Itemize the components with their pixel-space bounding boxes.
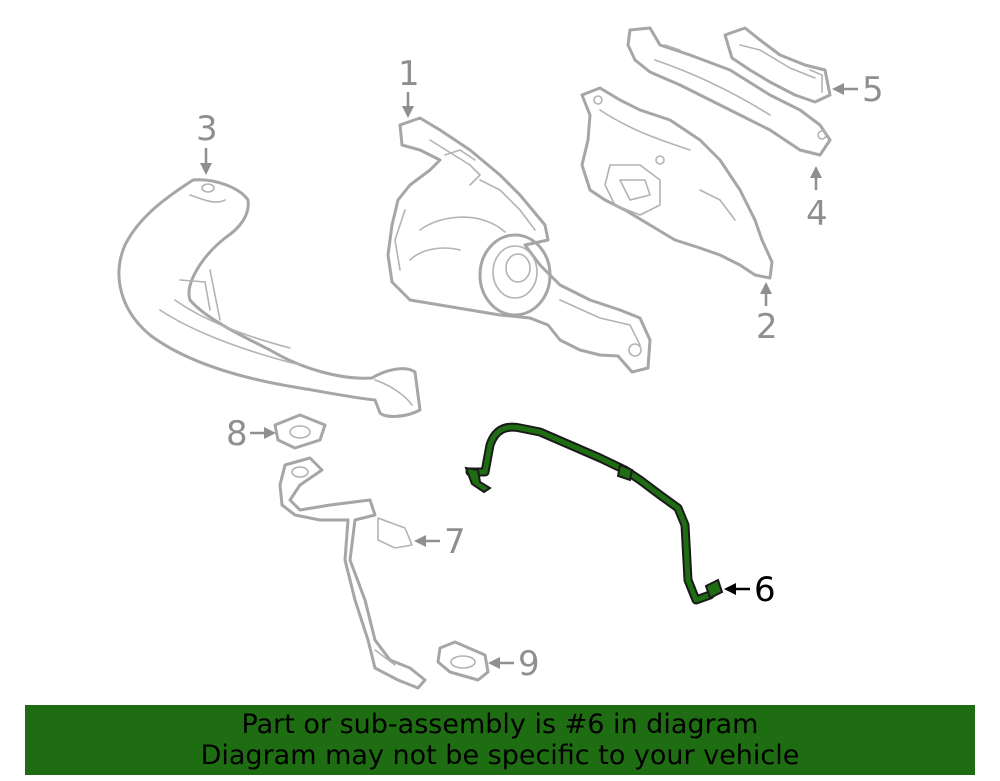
part-5-bracket[interactable] xyxy=(723,26,832,104)
part-9-flange[interactable] xyxy=(436,640,490,682)
callout-number: 4 xyxy=(806,194,828,234)
callout-number: 6 xyxy=(754,570,776,610)
callout-number: 2 xyxy=(756,307,778,347)
callout-number: 7 xyxy=(444,522,466,562)
banner-line-1: Part or sub-assembly is #6 in diagram xyxy=(241,709,759,740)
part-4-upper-shield[interactable] xyxy=(626,26,832,157)
callout-number: 1 xyxy=(398,54,420,94)
info-banner: Part or sub-assembly is #6 in diagram Di… xyxy=(25,705,975,775)
part-8-gasket[interactable] xyxy=(273,413,327,450)
callout-number: 8 xyxy=(226,414,248,454)
callout-8: 8 xyxy=(226,414,276,454)
banner-line-2: Diagram may not be specific to your vehi… xyxy=(200,740,800,771)
callout-1: 1 xyxy=(398,54,420,118)
callout-3: 3 xyxy=(196,109,218,175)
callout-number: 5 xyxy=(862,70,884,110)
part-3-intake-duct[interactable] xyxy=(117,178,422,418)
part-6-oil-line[interactable] xyxy=(464,422,724,605)
part-1-turbocharger[interactable] xyxy=(386,116,652,374)
parts-diagram: 1 2 3 4 5 6 7 8 xyxy=(117,26,884,690)
part-2-heat-shield[interactable] xyxy=(580,86,774,280)
part-7-support-bracket[interactable] xyxy=(278,456,427,690)
callout-6: 6 xyxy=(724,570,776,610)
callout-5: 5 xyxy=(832,70,884,110)
callout-4: 4 xyxy=(806,166,828,234)
callout-number: 3 xyxy=(196,109,218,149)
callout-2: 2 xyxy=(756,282,778,347)
callout-number: 9 xyxy=(518,644,540,684)
callout-7: 7 xyxy=(414,522,466,562)
callout-9: 9 xyxy=(488,644,540,684)
